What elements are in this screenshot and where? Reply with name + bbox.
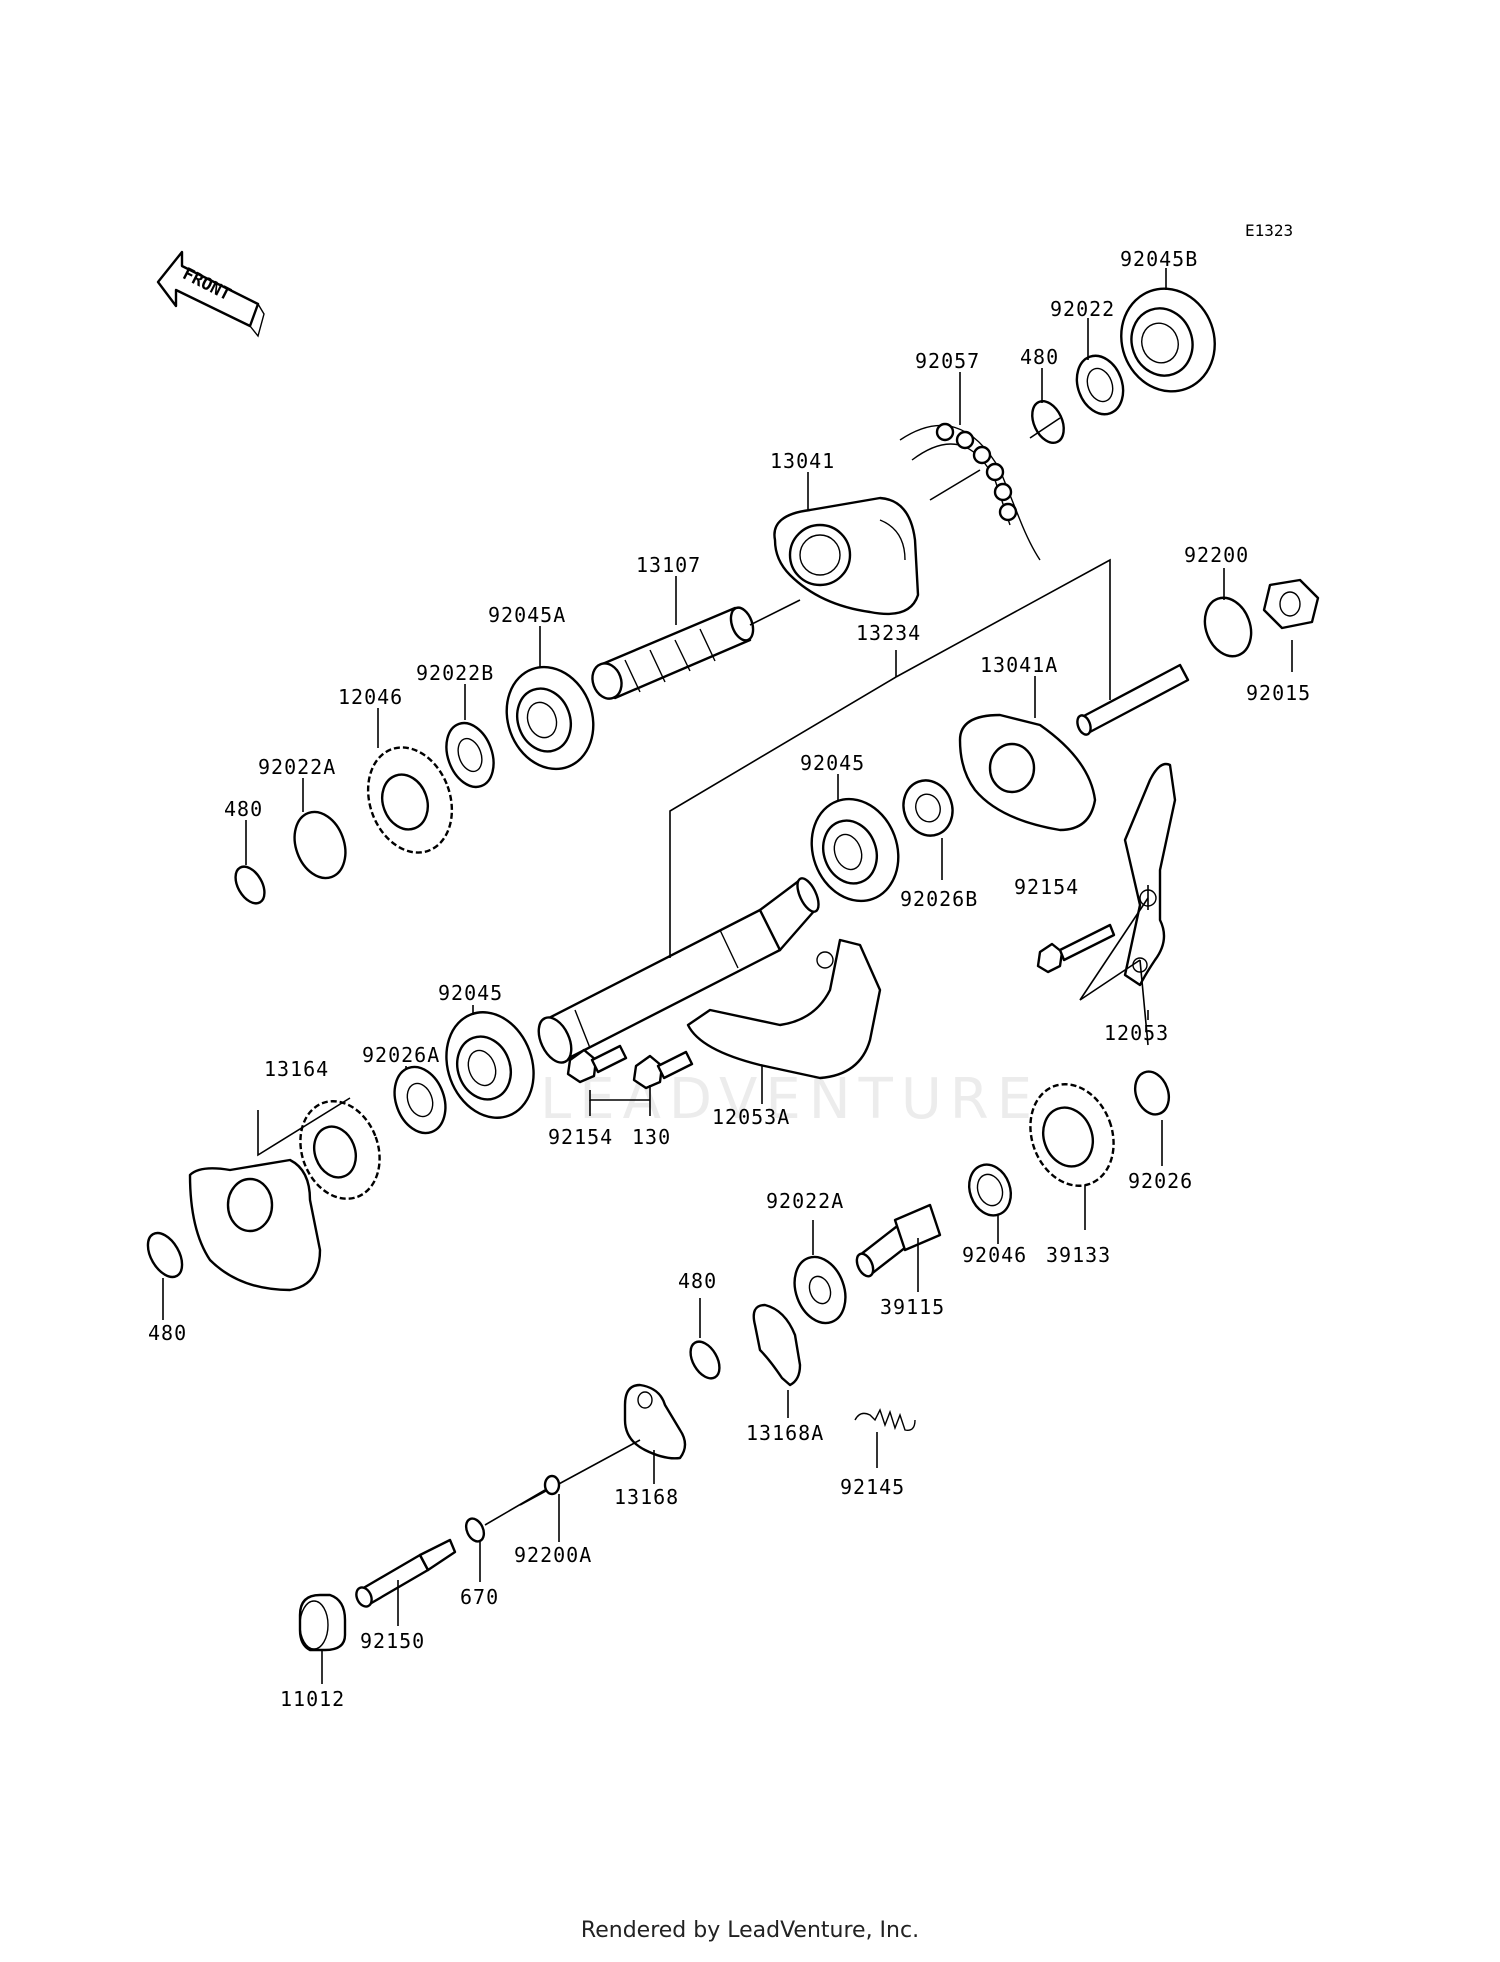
leader-lines <box>162 268 1293 1684</box>
bearing-92045B <box>1120 287 1216 393</box>
label-130: 130 <box>632 1125 671 1149</box>
footer-credit: Rendered by LeadVenture, Inc. <box>580 1918 920 1943</box>
cam-13041A <box>958 713 1097 832</box>
spring-92145 <box>854 1408 916 1431</box>
needle-bearing-92046 <box>968 1163 1012 1217</box>
label-92045B: 92045B <box>1120 247 1198 271</box>
oring-670 <box>464 1517 486 1543</box>
arm-13168 <box>623 1383 687 1460</box>
label-13041: 13041 <box>770 449 835 473</box>
pin-92150 <box>355 1538 457 1608</box>
shaft-39115 <box>855 1203 942 1278</box>
label-670: 670 <box>460 1585 499 1609</box>
circlip-480-lower <box>689 1340 721 1380</box>
label-13041A: 13041A <box>980 653 1058 677</box>
cap-11012 <box>298 1593 347 1652</box>
label-92154-right: 92154 <box>1014 875 1079 899</box>
front-arrow-icon: FRONT <box>156 250 265 338</box>
label-92022: 92022 <box>1050 297 1115 321</box>
sleeve-13107 <box>591 606 755 700</box>
label-92057: 92057 <box>915 349 980 373</box>
sprocket-12046 <box>366 746 454 854</box>
label-12046: 12046 <box>338 685 403 709</box>
label-13164: 13164 <box>264 1057 329 1081</box>
label-92045-mid: 92045 <box>800 751 865 775</box>
circlip-480-top <box>1031 400 1065 444</box>
bolt-92154-left <box>566 1044 628 1084</box>
label-480-mid: 480 <box>224 797 263 821</box>
label-11012: 11012 <box>280 1687 345 1711</box>
label-39133: 39133 <box>1046 1243 1111 1267</box>
plate-12053 <box>1123 762 1177 987</box>
washer-92200 <box>1203 596 1253 658</box>
bolt-92154-right <box>1036 923 1116 974</box>
label-92022A-top: 92022A <box>258 755 336 779</box>
bracket-12053A <box>686 938 882 1080</box>
bolt-130 <box>632 1050 694 1090</box>
washer-92022B <box>445 721 495 789</box>
cam-13041 <box>773 496 920 616</box>
label-12053: 12053 <box>1104 1021 1169 1045</box>
washer-92026B <box>902 779 954 837</box>
label-92200A: 92200A <box>514 1543 592 1567</box>
washer-92022 <box>1075 354 1125 416</box>
bearing-92045A <box>505 665 595 771</box>
washer-92026A <box>393 1065 447 1135</box>
stud-shaft <box>1076 663 1190 736</box>
label-92046: 92046 <box>962 1243 1027 1267</box>
bearing-92045-lower <box>445 1011 535 1119</box>
sprocket-13164 <box>188 1100 381 1292</box>
label-92154-left: 92154 <box>548 1125 613 1149</box>
washer-92022A-left <box>293 810 347 880</box>
label-39115: 39115 <box>880 1295 945 1319</box>
washer-92026 <box>1133 1070 1171 1116</box>
label-480-left: 480 <box>148 1321 187 1345</box>
label-92026A: 92026A <box>362 1043 440 1067</box>
part-labels: 92045B 92022 480 92057 13041 92200 92015… <box>148 247 1311 1711</box>
label-92045-lower: 92045 <box>438 981 503 1005</box>
label-92015: 92015 <box>1246 681 1311 705</box>
sprocket-39133 <box>1029 1083 1115 1187</box>
washer-92022A-lower <box>793 1255 847 1325</box>
label-13107: 13107 <box>636 553 701 577</box>
bearing-92045-mid <box>810 797 900 903</box>
diagram-code: E1323 <box>1245 221 1293 240</box>
label-92045A: 92045A <box>488 603 566 627</box>
label-480-lower: 480 <box>678 1269 717 1293</box>
nut-92015 <box>1262 578 1320 630</box>
label-92150: 92150 <box>360 1629 425 1653</box>
circlip-480-mid <box>234 865 266 905</box>
stopper-13168A <box>752 1303 802 1387</box>
shaft-13234 <box>537 877 820 1064</box>
label-92200: 92200 <box>1184 543 1249 567</box>
label-13168A: 13168A <box>746 1421 824 1445</box>
label-92022A-lower: 92022A <box>766 1189 844 1213</box>
label-92145: 92145 <box>840 1475 905 1499</box>
label-12053A: 12053A <box>712 1105 790 1129</box>
label-92026B: 92026B <box>900 887 978 911</box>
label-13234: 13234 <box>856 621 921 645</box>
chain-92057 <box>899 422 1041 561</box>
label-480-top: 480 <box>1020 345 1059 369</box>
circlip-480-left <box>146 1231 184 1279</box>
washer-92200A <box>543 1474 561 1496</box>
label-92022B: 92022B <box>416 661 494 685</box>
label-13168: 13168 <box>614 1485 679 1509</box>
label-92026: 92026 <box>1128 1169 1193 1193</box>
